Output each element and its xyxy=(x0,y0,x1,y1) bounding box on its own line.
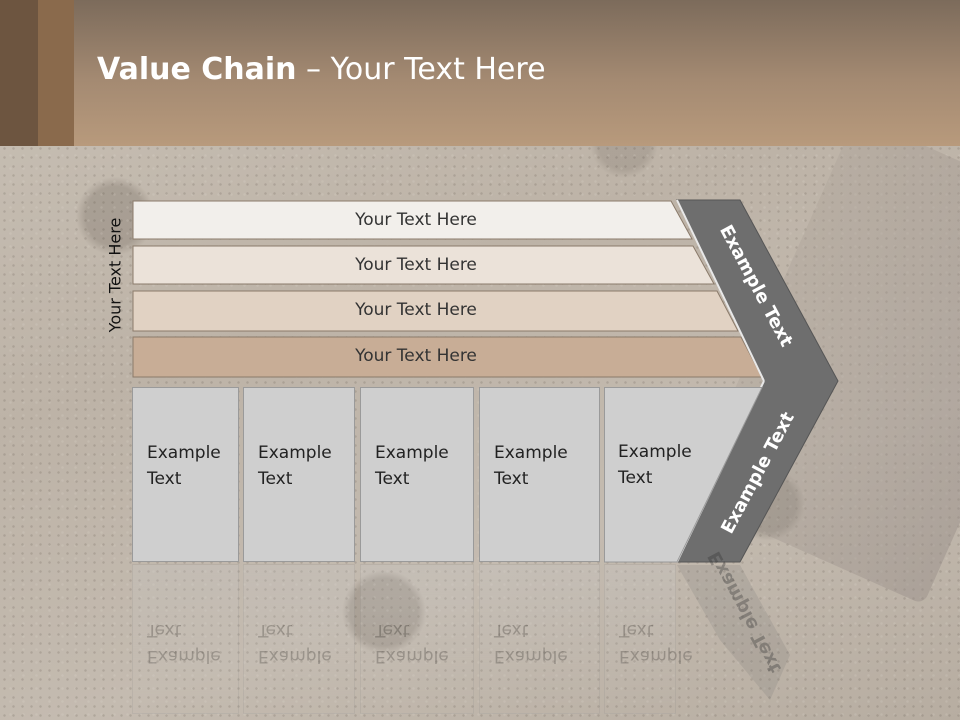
band-2-shape xyxy=(132,245,715,285)
slide-title: Value Chain – Your Text Here xyxy=(97,52,546,87)
activity-box-4-reflection-text: Example Text xyxy=(494,617,568,669)
activity-box-1-line1: Example xyxy=(147,443,221,463)
activity-box-3-line1: Example xyxy=(375,443,449,463)
activity-box-5-reflection-line2: Text xyxy=(619,620,654,640)
activity-box-4-line1: Example xyxy=(494,443,568,463)
activity-box-4-reflection-line2: Text xyxy=(494,620,529,640)
band-1-fill xyxy=(132,200,693,240)
activity-box-3-line2: Text xyxy=(375,469,410,489)
activity-box-2-reflection-line1: Example xyxy=(258,646,332,666)
activity-box-2-line2: Text xyxy=(258,469,293,489)
band-1-label: Your Text Here xyxy=(355,210,477,230)
activity-box-5-fill xyxy=(604,387,763,563)
band-3-fill xyxy=(132,290,739,332)
activity-box-1-reflection-text: Example Text xyxy=(147,617,221,669)
activity-box-5-shape xyxy=(604,387,763,563)
band-3-shape xyxy=(132,290,739,332)
band-2-label: Your Text Here xyxy=(355,255,477,275)
activity-box-5-reflection-line1: Example xyxy=(619,646,693,666)
activity-box-5-line1: Example xyxy=(618,442,692,462)
activity-box-2-line1: Example xyxy=(258,443,332,463)
chevron-edge-upper xyxy=(676,199,765,382)
activity-box-2-reflection: Example Text xyxy=(243,564,355,714)
activity-box-5-reflection-text: Example Text xyxy=(619,617,693,669)
band-1-shape xyxy=(132,200,693,240)
band-3: Your Text Here xyxy=(132,290,740,332)
band-3-label: Your Text Here xyxy=(355,300,477,320)
activity-box-1-reflection: Example Text xyxy=(132,564,239,714)
title-bar-accent-light xyxy=(38,0,74,146)
band-2-fill xyxy=(132,245,715,285)
activity-box-5-line2: Text xyxy=(618,468,653,488)
activity-box-4-reflection-line1: Example xyxy=(494,646,568,666)
activity-box-2-reflection-text: Example Text xyxy=(258,617,332,669)
title-bar-accent-dark xyxy=(0,0,38,146)
activity-box-1-line2: Text xyxy=(147,469,182,489)
slide-title-rest: – Your Text Here xyxy=(296,52,546,87)
activity-box-3-reflection: Example Text xyxy=(360,564,474,714)
activity-box-3-reflection-line1: Example xyxy=(375,646,449,666)
band-4: Your Text Here xyxy=(132,336,764,378)
slide-title-bold: Value Chain xyxy=(97,52,297,87)
activity-box-4-line2: Text xyxy=(494,469,529,489)
activity-box-1-reflection-line2: Text xyxy=(147,620,182,640)
activity-box-1-reflection-line1: Example xyxy=(147,646,221,666)
activity-box-5-reflection: Example Text xyxy=(604,564,693,714)
band-1: Your Text Here xyxy=(132,200,694,240)
activity-box-3-reflection-text: Example Text xyxy=(375,617,449,669)
activity-box-2-reflection-line2: Text xyxy=(258,620,293,640)
band-4-label: Your Text Here xyxy=(355,346,477,366)
activity-box-3-reflection-line2: Text xyxy=(375,620,410,640)
activity-box-4-reflection: Example Text xyxy=(479,564,600,714)
title-bar: Value Chain – Your Text Here xyxy=(0,0,960,146)
chevron-reflection xyxy=(677,565,790,700)
band-2: Your Text Here xyxy=(132,245,716,285)
